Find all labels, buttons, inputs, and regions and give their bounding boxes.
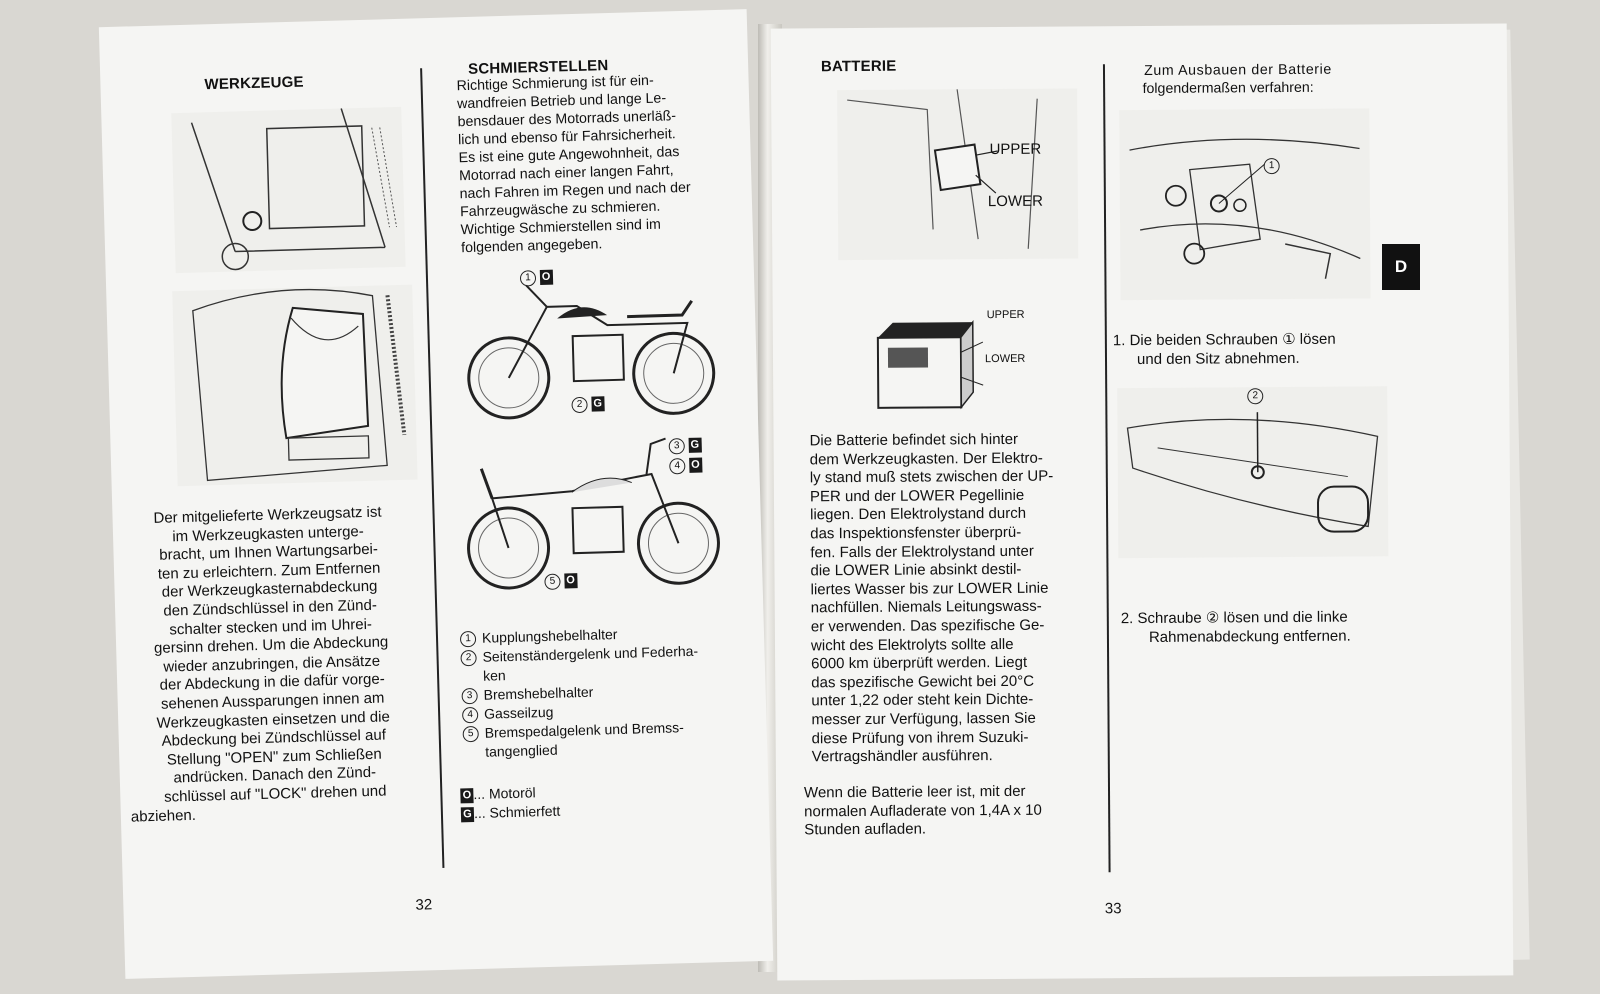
- callout-3: 3 G: [668, 437, 702, 455]
- page-number-right: 33: [1104, 900, 1122, 918]
- step-1: 1. Die beiden Schrauben ① lösen und den …: [1112, 330, 1336, 368]
- code-legend: O... Motoröl G... Schmierfett: [460, 783, 560, 824]
- batterie-body-2: Wenn die Batterie leer ist, mit der norm…: [803, 782, 1042, 839]
- step-2: 2. Schraube ② lösen und die linke Rahmen…: [1120, 608, 1351, 646]
- callout-lower-top: LOWER: [987, 192, 1043, 211]
- callout-5: 5 O: [544, 572, 578, 590]
- toolbox-illustration-top: [171, 106, 406, 274]
- schmierstellen-body: Richtige Schmierung ist für ein- wandfre…: [456, 72, 691, 257]
- frame-cover-illustration: [1117, 386, 1389, 559]
- motorcycle-right-view: [467, 284, 716, 420]
- figure-label-1: 1: [1263, 157, 1280, 174]
- heading-werkzeuge: WERKZEUGE: [204, 73, 304, 94]
- callout-4: 4 O: [669, 457, 703, 475]
- seat-removal-illustration: [1119, 108, 1371, 301]
- callout-1: 1 O: [519, 269, 553, 287]
- werkzeuge-body: Der mitgelieferte Werkzeugsatz ist im We…: [130, 503, 391, 826]
- batterie-body: Die Batterie befindet sich hinter dem We…: [809, 430, 1054, 766]
- language-tab-d: D: [1382, 244, 1420, 290]
- column-divider-left: [420, 68, 445, 868]
- column-divider-right: [1102, 64, 1111, 873]
- right-page: BATTERIE UPPER LOWER UPPER LOWER Die Bat…: [770, 23, 1514, 981]
- heading-batterie: BATTERIE: [820, 57, 897, 76]
- callout-upper-battery: UPPER: [986, 308, 1025, 322]
- callout-2: 2 G: [571, 395, 605, 413]
- left-page: WERKZEUGE Der mitgelieferte Werkzeugsatz…: [98, 9, 774, 979]
- callout-lower-battery: LOWER: [984, 352, 1026, 366]
- battery-icon: [876, 320, 984, 410]
- code-grease: G... Schmierfett: [460, 802, 561, 824]
- motorcycle-left-view: [467, 437, 720, 590]
- page-number-left: 32: [415, 896, 433, 914]
- removal-intro: Zum Ausbauen der Batterie folgendermaßen…: [1142, 61, 1332, 97]
- figure-label-2: 2: [1247, 387, 1264, 404]
- battery-location-illustration: [837, 88, 1079, 261]
- toolbox-illustration-bottom: [172, 284, 418, 487]
- callout-upper-top: UPPER: [989, 140, 1042, 159]
